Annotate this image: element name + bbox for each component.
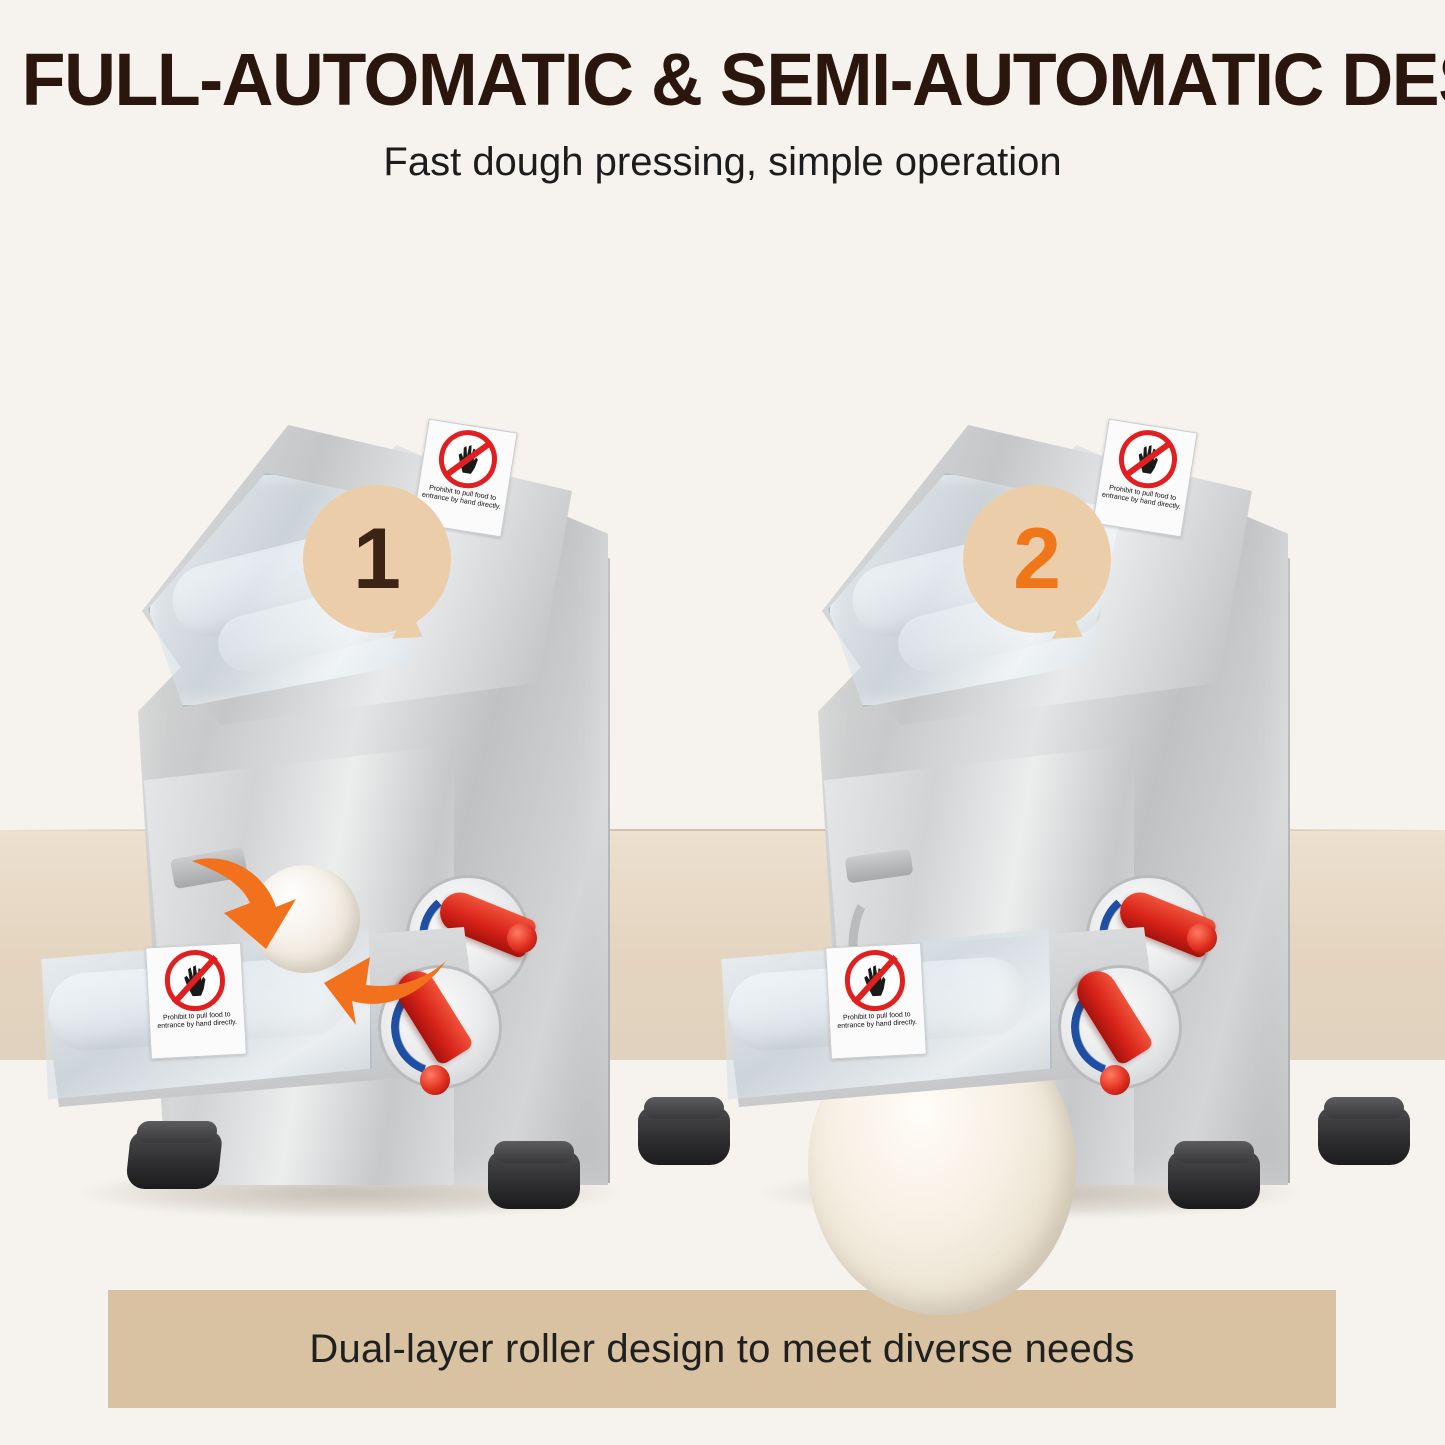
- warning-label-lower: Prohibit to pull food to entrance by han…: [825, 942, 927, 1060]
- no-hand-icon: [1115, 426, 1181, 492]
- foot-cap: [494, 1141, 574, 1163]
- footer-caption-banner: Dual-layer roller design to meet diverse…: [108, 1290, 1336, 1408]
- no-hand-icon: [842, 948, 907, 1013]
- dough-roller-machine-left: Prohibit to pull food to entrance by han…: [20, 275, 730, 1255]
- page-title: FULL-AUTOMATIC & SEMI-AUTOMATIC DESIGN: [21, 38, 1445, 121]
- step-badge-two: 2: [963, 485, 1111, 651]
- lower-lever-knob[interactable]: [420, 1065, 450, 1095]
- foot-cap: [1324, 1097, 1404, 1119]
- upper-lever-knob[interactable]: [507, 923, 537, 953]
- prohibition-bar: [851, 955, 898, 1006]
- warning-label-lower-text: Prohibit to pull food to entrance by han…: [157, 1010, 238, 1030]
- step-badge-two-label: 2: [1013, 510, 1061, 607]
- lower-lever-knob[interactable]: [1100, 1065, 1130, 1095]
- flow-arrow-out: [320, 935, 450, 1055]
- footer-caption-text: Dual-layer roller design to meet diverse…: [309, 1326, 1135, 1371]
- foot-cap: [135, 1121, 219, 1143]
- machine-foot-right: [638, 1097, 730, 1165]
- machine-foot-left: [124, 1121, 224, 1189]
- machine-foot-right: [1318, 1097, 1410, 1165]
- upper-lever-knob[interactable]: [1187, 923, 1217, 953]
- page-subtitle: Fast dough pressing, simple operation: [383, 140, 1062, 184]
- foot-cap: [644, 1097, 724, 1119]
- no-hand-icon: [435, 426, 501, 492]
- product-photo-stage: Prohibit to pull food to entrance by han…: [0, 215, 1445, 1315]
- warning-label-lower-text: Prohibit to pull food to entrance by han…: [837, 1010, 918, 1030]
- step-badge-one-label: 1: [353, 510, 401, 607]
- step-badge-one: 1: [303, 485, 451, 651]
- flow-arrow-in: [180, 845, 300, 965]
- foot-cap: [1174, 1141, 1254, 1163]
- header-section: FULL-AUTOMATIC & SEMI-AUTOMATIC DESIGN F…: [0, 0, 1445, 215]
- warning-label-upper: Prohibit to pull food to entrance by han…: [1092, 418, 1198, 538]
- machine-foot-front: [488, 1141, 580, 1209]
- machine-foot-front: [1168, 1141, 1260, 1209]
- floor-horizon-line: [0, 829, 1445, 831]
- dough-roller-machine-right: Prohibit to pull food to entrance by han…: [700, 275, 1410, 1315]
